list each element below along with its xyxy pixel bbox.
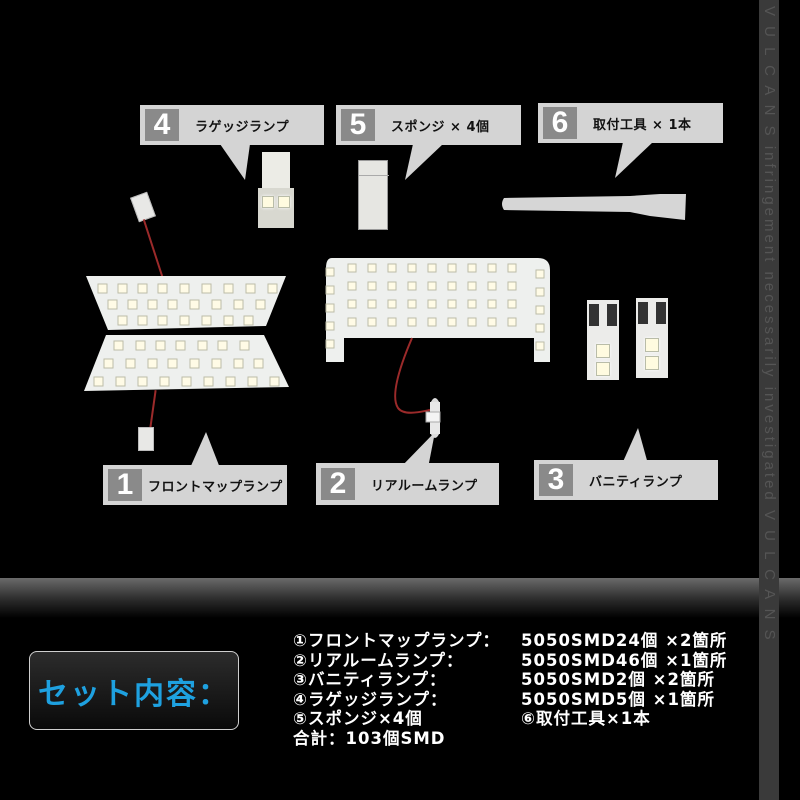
wire [149,390,157,428]
callout-pointer [622,428,648,464]
total-item: 合計：103個SMD [293,728,446,748]
callout-rear-room-lamp: 2 リアルームランプ [316,463,499,505]
festoon-bulb-icon [425,398,441,438]
callout-sponge: 5 スポンジ × 4個 [336,105,521,145]
wire-festoon [394,337,431,414]
callout-pointer [405,144,443,180]
callout-pointer [220,144,250,180]
list-item: ①フロントマップランプ：5050SMD24個 ×2箇所 [293,631,728,650]
callout-number: 2 [321,467,355,500]
pry-tool-icon [502,194,686,220]
callout-label: 取付工具 × 1本 [593,117,692,133]
list-item: ②リアルームランプ：5050SMD46個 ×1箇所 [293,650,728,670]
connector-icon [130,191,156,223]
set-contents-title: セット内容： [29,651,239,730]
callout-number: 4 [145,108,179,141]
callout-tool: 6 取付工具 × 1本 [538,103,723,143]
callout-label: スポンジ × 4個 [391,119,490,135]
vanity-bulb-2 [636,298,668,378]
callout-pointer [400,432,435,468]
led-panel-rear [325,258,550,362]
callout-label: フロントマップランプ [148,479,283,495]
contents-list: ①フロントマップランプ：5050SMD24個 ×2箇所 ②リアルームランプ：50… [293,631,727,748]
list-item: ③バニティランプ：5050SMD2個 ×2箇所 [293,670,715,689]
callout-number: 3 [539,463,573,496]
vanity-bulb-1 [587,300,619,380]
list-item: ④ラゲッジランプ：5050SMD5個 ×1箇所 [293,689,715,709]
callout-number: 1 [108,468,142,501]
callout-number: 5 [341,108,375,141]
bulb-head [258,188,294,228]
callout-label: リアルームランプ [371,478,478,494]
led-panel-upper [86,276,286,330]
callout-luggage-lamp: 4 ラゲッジランプ [140,105,324,145]
led-panel-lower [84,335,289,391]
callout-label: バニティランプ [589,474,683,490]
callout-pointer [615,142,653,178]
connector-icon [138,427,154,451]
watermark-text: V U L C A N S infringement necessarily i… [761,6,778,643]
callout-number: 6 [543,106,577,139]
callout-vanity-lamp: 3 バニティランプ [534,460,718,500]
sponge-item [358,160,389,230]
watermark-strip: V U L C A N S infringement necessarily i… [759,0,779,800]
callout-pointer [190,432,220,468]
bulb-base [262,152,290,190]
callout-label: ラゲッジランプ [195,119,290,135]
divider-band [0,578,800,618]
callout-front-map-lamp: 1 フロントマップランプ [103,465,287,505]
set-title-text: セット内容： [38,676,230,712]
wire [142,219,164,277]
